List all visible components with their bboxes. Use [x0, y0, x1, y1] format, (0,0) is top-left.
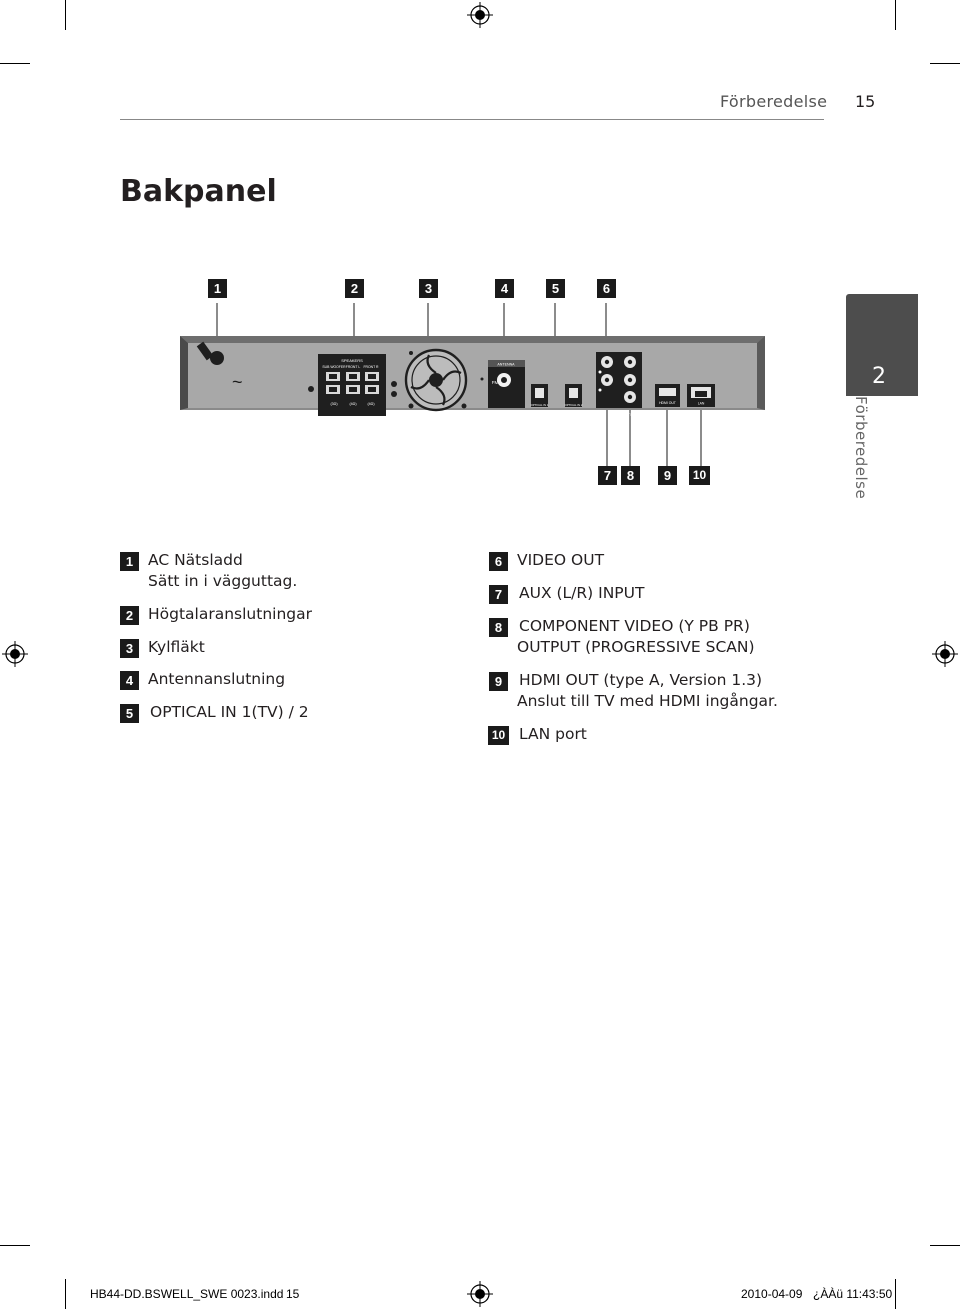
- panel-label-ohm-2: (4Ω): [349, 402, 356, 406]
- panel-label-speakers: SPEAKERS: [341, 358, 363, 363]
- panel-label-fm: FM: [492, 380, 499, 385]
- callout-badge: 4: [495, 279, 514, 298]
- legend-item-hdmi-note: Anslut till TV med HDMI ingångar.: [517, 692, 778, 710]
- legend-badge: 10: [488, 726, 509, 745]
- legend-item-video-out: VIDEO OUT: [517, 551, 605, 569]
- legend-item-aux: AUX (L/R) INPUT: [519, 584, 645, 602]
- legend-item-lan: LAN port: [519, 725, 587, 743]
- panel-label-front-l: FRONT L: [346, 365, 361, 369]
- callout-badge: 3: [419, 279, 438, 298]
- legend-badge: 2: [120, 606, 139, 625]
- panel-label-output: OUTPUT: [623, 413, 636, 417]
- panel-label-ohm-1: (3Ω): [330, 402, 337, 406]
- page-number: 15: [855, 92, 876, 111]
- header-divider: [120, 119, 824, 120]
- legend-badge: 9: [489, 672, 508, 691]
- chapter-number: 2: [872, 364, 886, 389]
- panel-label-antenna: ANTENNA: [497, 363, 515, 367]
- legend-item-ac-cord: AC Nätsladd: [148, 551, 243, 569]
- legend-badge: 8: [489, 618, 508, 637]
- chapter-tab-label-wrap: Förberedelse: [842, 396, 892, 516]
- crop-mark: [895, 0, 896, 30]
- panel-label-ohm-3: (4Ω): [367, 402, 374, 406]
- footer-date: 2010-04-09: [741, 1287, 803, 1301]
- panel-label-lan: LAN: [698, 402, 705, 406]
- legend-item-hdmi: HDMI OUT (type A, Version 1.3): [519, 671, 763, 689]
- legend-item-antenna: Antennanslutning: [148, 670, 286, 688]
- legend-badge: 1: [120, 552, 139, 571]
- registration-mark-icon: [467, 1281, 493, 1307]
- footer-file: HB44-DD.BSWELL_SWE 0023.indd: [90, 1287, 284, 1301]
- legend-item-optical: OPTICAL IN 1(TV) / 2: [150, 703, 309, 721]
- panel-label-optical-1: OPTICAL IN 1: [531, 403, 549, 407]
- crop-mark: [895, 1279, 896, 1309]
- rear-panel-illustration: ~ SPEAKERS SUB WOOFER FRONT L FRONT R (3…: [180, 303, 765, 466]
- page-title: Bakpanel: [120, 174, 277, 209]
- panel-label-optical-2: OPTICAL IN 2: [565, 403, 583, 407]
- legend-badge: 4: [120, 671, 139, 690]
- callout-badge: 2: [345, 279, 364, 298]
- legend-item-fan: Kylfläkt: [148, 638, 205, 656]
- callout-badge: 8: [621, 466, 640, 485]
- callout-badge: 9: [658, 466, 677, 485]
- svg-text:~: ~: [232, 372, 243, 392]
- legend-item-speakers: Högtalaranslutningar: [148, 605, 312, 623]
- callout-badge: 5: [546, 279, 565, 298]
- panel-label-front-r: FRONT R: [363, 365, 379, 369]
- registration-mark-icon: [932, 641, 958, 667]
- panel-label-sub: SUB WOOFER: [322, 365, 346, 369]
- legend-item-component: COMPONENT VIDEO (Y PB PR): [519, 617, 750, 635]
- panel-label-hdmi-out: HDMI OUT: [659, 401, 676, 405]
- crop-mark: [0, 63, 30, 64]
- legend-item-ac-cord-note: Sätt in i vägguttag.: [148, 572, 298, 590]
- legend-item-component-note: OUTPUT (PROGRESSIVE SCAN): [517, 638, 755, 656]
- callout-badge: 10: [689, 466, 710, 485]
- running-header-section: Förberedelse: [720, 92, 828, 111]
- crop-mark: [65, 1279, 66, 1309]
- callout-badge: 1: [208, 279, 227, 298]
- legend-badge: 7: [489, 585, 508, 604]
- legend-badge: 6: [489, 552, 508, 571]
- footer-page: 15: [286, 1287, 300, 1301]
- footer-time: ¿ÀÀü 11:43:50: [813, 1287, 893, 1301]
- crop-mark: [930, 63, 960, 64]
- chapter-tab: 2: [846, 294, 918, 396]
- crop-mark: [930, 1245, 960, 1246]
- chapter-tab-label: Förberedelse: [852, 396, 870, 500]
- registration-mark-icon: [467, 2, 493, 28]
- crop-mark: [0, 1245, 30, 1246]
- callout-badge: 7: [598, 466, 617, 485]
- legend-badge: 5: [120, 704, 139, 723]
- legend-badge: 3: [120, 639, 139, 658]
- registration-mark-icon: [2, 641, 28, 667]
- crop-mark: [65, 0, 66, 30]
- callout-badge: 6: [597, 279, 616, 298]
